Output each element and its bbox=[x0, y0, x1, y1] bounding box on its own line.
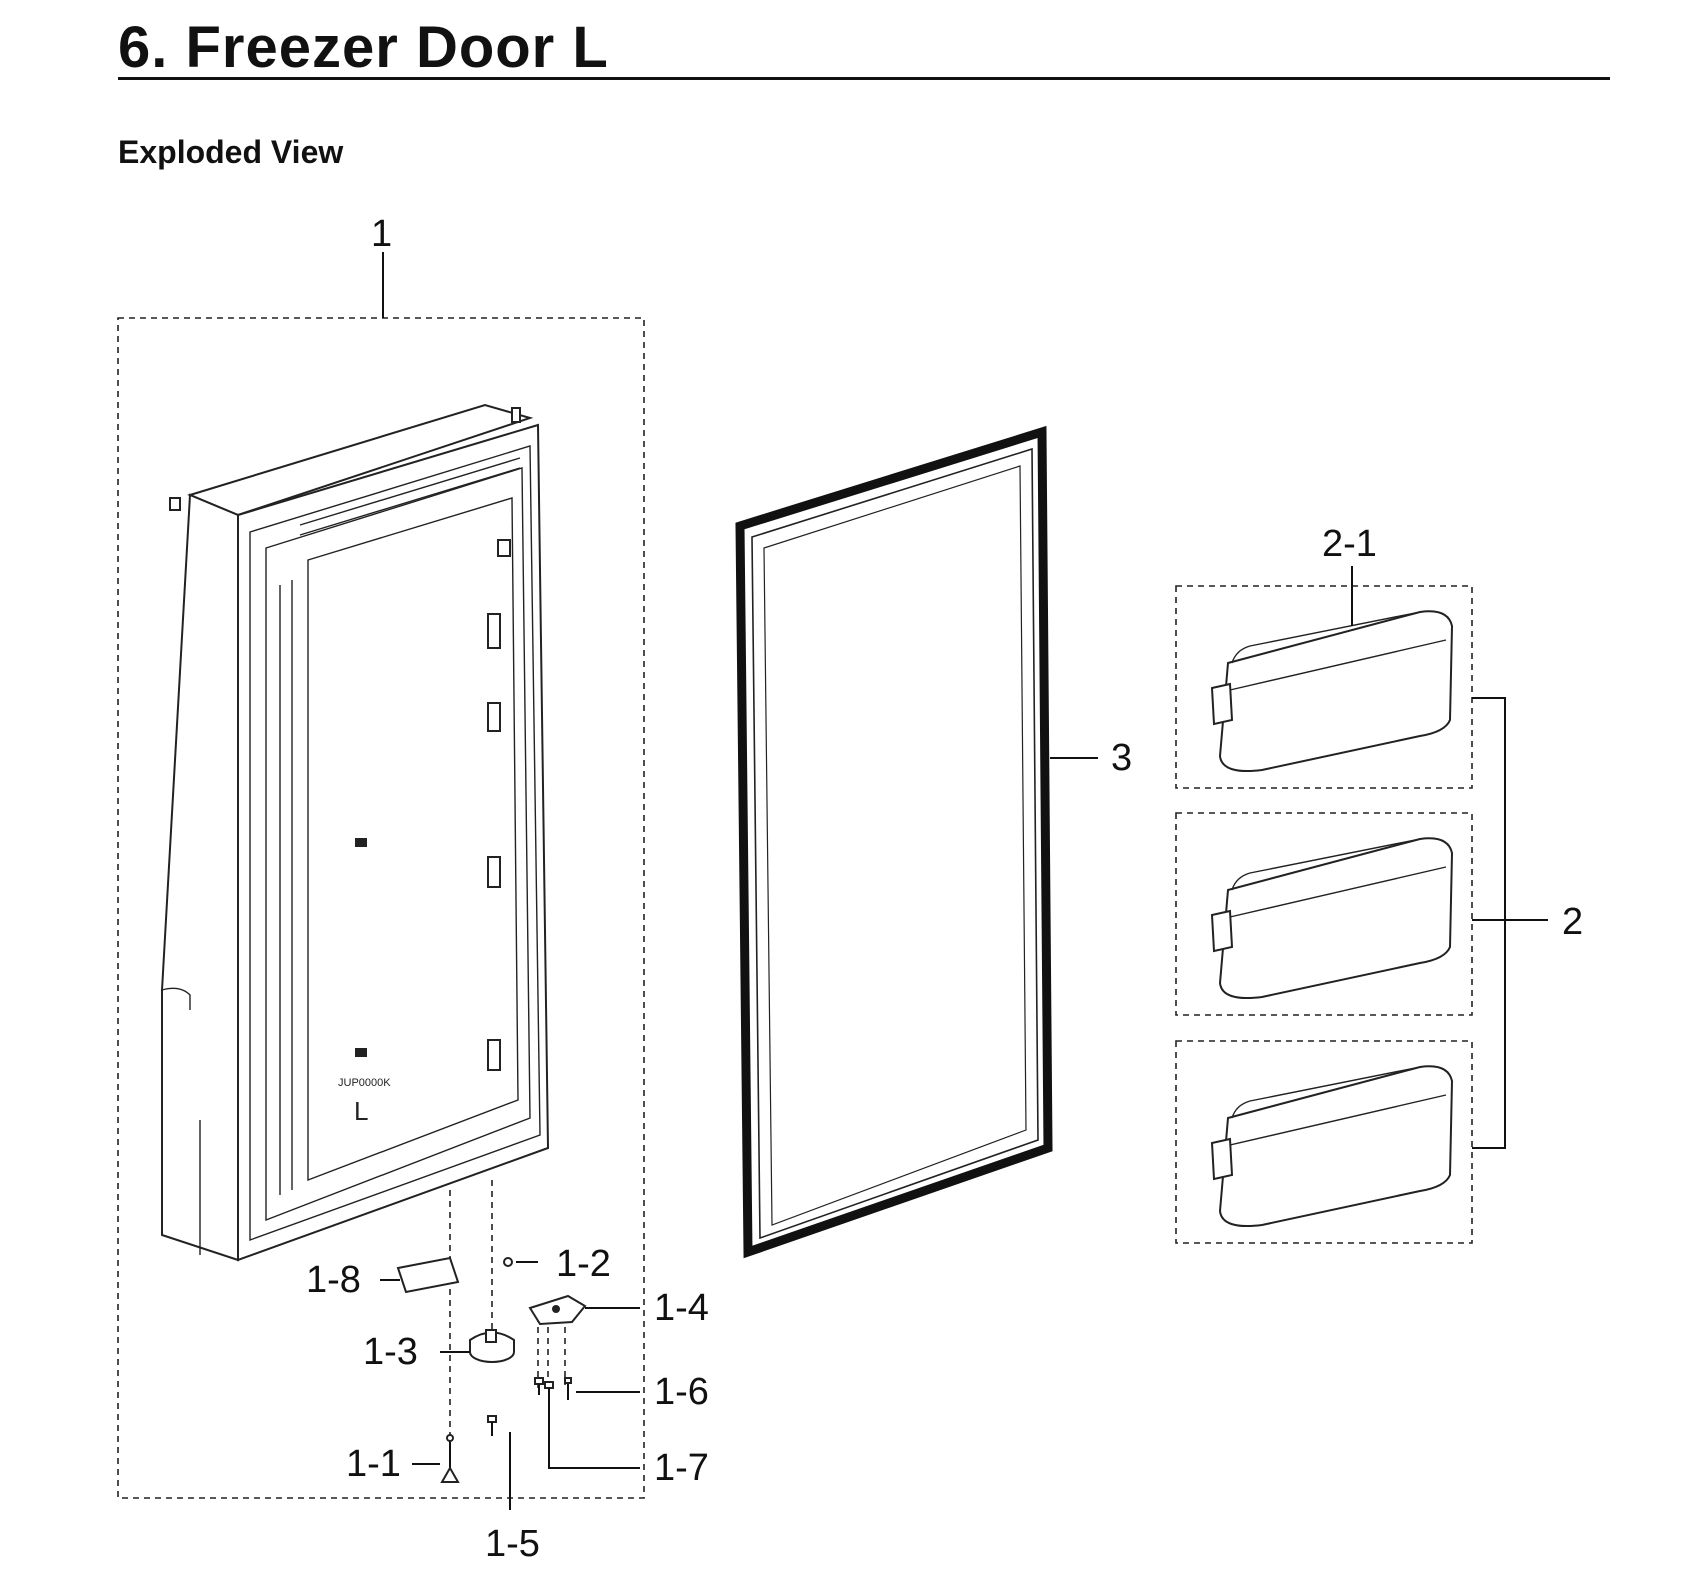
part-1-7-bolts bbox=[534, 1377, 554, 1402]
door-side-mark: L bbox=[354, 1096, 368, 1126]
door-model-code: JUP0000K bbox=[338, 1077, 391, 1089]
part-1-5-screw bbox=[487, 1415, 497, 1436]
bin-2-boundary bbox=[1175, 812, 1473, 1016]
part-label-1-3: 1-3 bbox=[363, 1331, 418, 1373]
part-label-1-6: 1-6 bbox=[654, 1371, 709, 1413]
part-2-bracket bbox=[1472, 697, 1506, 1149]
freezer-door-body: JUP0000K L bbox=[161, 403, 550, 1262]
part-label-1-4: 1-4 bbox=[654, 1287, 709, 1329]
part-2-1-door-bin bbox=[1210, 610, 1454, 772]
part-1-2-screw bbox=[503, 1257, 513, 1267]
part-label-1-7: 1-7 bbox=[654, 1447, 709, 1489]
part-3-door-gasket bbox=[735, 425, 1053, 1259]
part-label-1-2: 1-2 bbox=[556, 1243, 611, 1285]
door-bin-middle bbox=[1210, 837, 1454, 999]
door-bin-lower bbox=[1210, 1065, 1454, 1227]
part-label-3: 3 bbox=[1111, 737, 1132, 779]
title-divider bbox=[118, 77, 1610, 80]
part-1-4-hinge-plate bbox=[528, 1294, 587, 1326]
part-1-3-hinge-cam bbox=[469, 1329, 515, 1363]
part-1-1-pin bbox=[440, 1434, 460, 1483]
bin-1-boundary bbox=[1175, 585, 1473, 789]
part-label-2-1: 2-1 bbox=[1322, 523, 1377, 565]
part-1-6-screw bbox=[564, 1377, 572, 1400]
section-subtitle: Exploded View bbox=[118, 134, 344, 170]
part-label-1: 1 bbox=[371, 213, 392, 255]
part-1-8-bracket bbox=[396, 1256, 460, 1294]
page-title: 6. Freezer Door L bbox=[118, 15, 609, 80]
part-label-1-1: 1-1 bbox=[346, 1443, 401, 1485]
part-label-1-8: 1-8 bbox=[306, 1259, 361, 1301]
assembly-1-boundary bbox=[117, 317, 645, 1499]
bin-3-boundary bbox=[1175, 1040, 1473, 1244]
part-label-1-5: 1-5 bbox=[485, 1523, 540, 1565]
part-label-2: 2 bbox=[1562, 901, 1583, 943]
